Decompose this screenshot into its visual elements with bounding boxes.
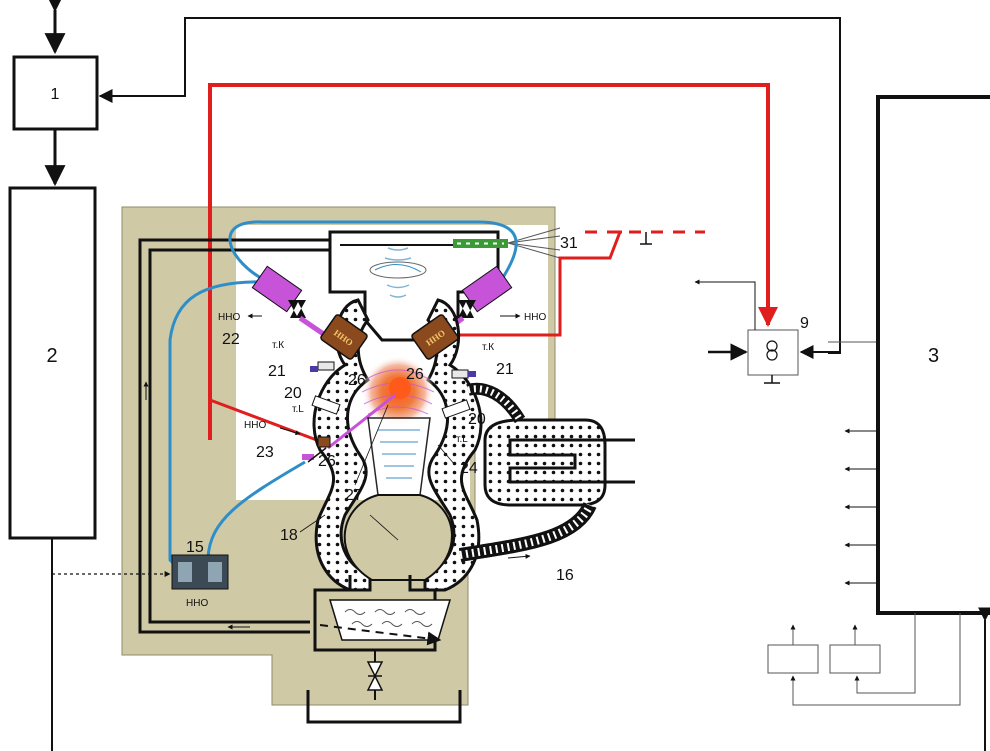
block-3-label: 3 (928, 345, 939, 367)
block-1-label: 1 (51, 86, 60, 103)
label-18: 18 (280, 527, 298, 544)
sensor-21-right[interactable] (452, 370, 468, 378)
block-9[interactable] (748, 330, 798, 375)
duct-flow-arrow-bottom (508, 556, 530, 558)
sensor-21-left[interactable] (318, 362, 334, 370)
label-31: 31 (560, 235, 578, 252)
block-2-label: 2 (46, 345, 57, 367)
label-27: 27 (345, 487, 363, 504)
label-26-lower: 26 (318, 453, 336, 470)
output-arrow-9 (695, 282, 755, 330)
ground-symbol-31 (640, 232, 652, 244)
sensor-box-left[interactable] (768, 645, 818, 673)
hho-tank-cell-right (208, 562, 222, 582)
tl-right-label: т.L (456, 434, 468, 445)
sensor-box-right[interactable] (830, 645, 880, 673)
ground-symbol-9 (764, 375, 780, 383)
tl-left-label: т.L (292, 404, 304, 415)
label-20-right: 20 (468, 411, 486, 428)
label-23: 23 (256, 444, 274, 461)
electrode-23-block[interactable] (318, 437, 330, 447)
label-26-right: 26 (406, 366, 424, 383)
heat-exchanger-outer (485, 420, 605, 505)
tk-left-label: т.К (272, 340, 284, 351)
green-nozzle (453, 239, 508, 248)
label-21-right: 21 (496, 361, 514, 378)
hho-right-label: HHO (524, 312, 546, 323)
tk-right-label: т.К (482, 342, 494, 353)
label-26-left: 26 (348, 372, 366, 389)
label-22: 22 (222, 331, 240, 348)
hho-tank-label: HHO (186, 598, 208, 609)
sensor-21-right-tip (468, 371, 476, 377)
sensor-21-left-tip (310, 366, 318, 372)
label-15: 15 (186, 539, 204, 556)
label-21-left: 21 (268, 363, 286, 380)
hho-small-label: HHO (244, 420, 266, 431)
hho-left-label: HHO (218, 312, 240, 323)
label-24: 24 (460, 460, 478, 477)
lower-bulb-inner (345, 495, 452, 580)
label-20-left: 20 (284, 385, 302, 402)
hho-tank-cell-left (178, 562, 192, 582)
block-9-label: 9 (800, 315, 809, 332)
label-16: 16 (556, 567, 574, 584)
